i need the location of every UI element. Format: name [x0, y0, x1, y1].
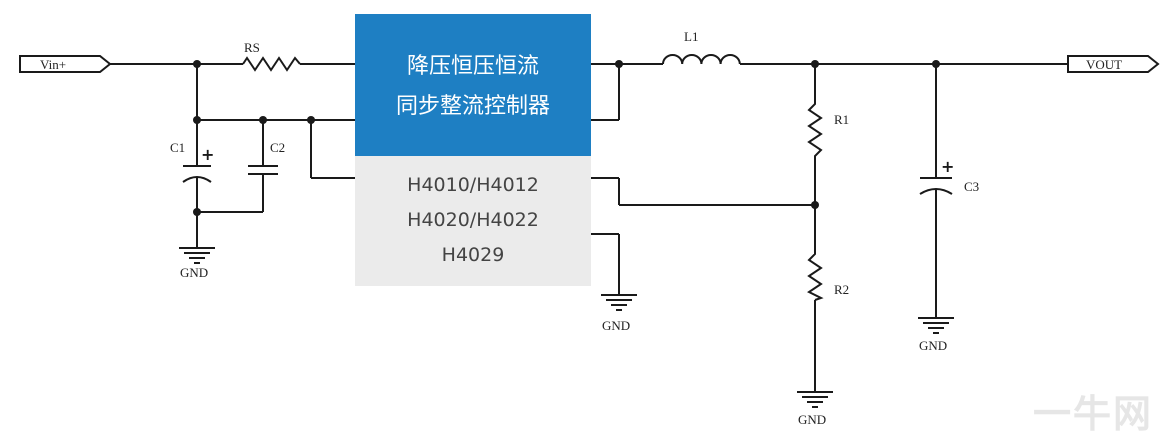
- resistor-rs: [242, 56, 301, 72]
- gnd-label: GND: [602, 318, 630, 333]
- gnd-label: GND: [798, 412, 826, 427]
- gnd-label: GND: [180, 265, 208, 280]
- capacitor-c1: + C1: [170, 140, 214, 183]
- rs-label: RS: [244, 40, 260, 55]
- c3-label: C3: [964, 179, 979, 194]
- inductor-l1: L1: [662, 29, 741, 65]
- gnd-label: GND: [919, 338, 947, 353]
- chip-title-line2: 同步整流控制器: [395, 94, 550, 119]
- capacitor-c2: C2: [248, 140, 285, 175]
- chip-part-line1: H4010/H4012: [407, 174, 539, 196]
- vin-label: Vin+: [40, 57, 66, 72]
- r1-label: R1: [834, 112, 849, 127]
- resistor-r1: R1: [807, 98, 849, 160]
- c2-label: C2: [270, 140, 285, 155]
- c1-label: C1: [170, 140, 185, 155]
- ground-icon: GND: [797, 391, 833, 427]
- output-wires: [591, 63, 1068, 392]
- controller-chip-title-block: 降压恒压恒流 同步整流控制器: [355, 14, 591, 156]
- ground-icon: GND: [179, 242, 215, 280]
- chip-title-line1: 降压恒压恒流: [406, 54, 539, 79]
- chip-part-line3: H4029: [441, 244, 505, 266]
- svg-text:+: +: [201, 145, 214, 164]
- vout-label: VOUT: [1086, 57, 1122, 72]
- ground-icon: GND: [601, 294, 637, 333]
- l1-label: L1: [684, 29, 698, 44]
- watermark: 一牛网: [1032, 392, 1153, 436]
- input-wires: [110, 56, 355, 242]
- resistor-r2: R2: [807, 248, 849, 301]
- r2-label: R2: [834, 282, 849, 297]
- controller-chip-part-block: H4010/H4012 H4020/H4022 H4029: [355, 156, 591, 286]
- capacitor-c3: + C3: [919, 157, 979, 195]
- chip-part-line2: H4020/H4022: [407, 209, 539, 231]
- svg-text:+: +: [941, 157, 954, 176]
- junction-dots: [193, 60, 940, 216]
- vin-port: Vin+: [19, 55, 112, 73]
- vout-port: VOUT: [1067, 55, 1160, 73]
- ground-icon: GND: [918, 317, 954, 353]
